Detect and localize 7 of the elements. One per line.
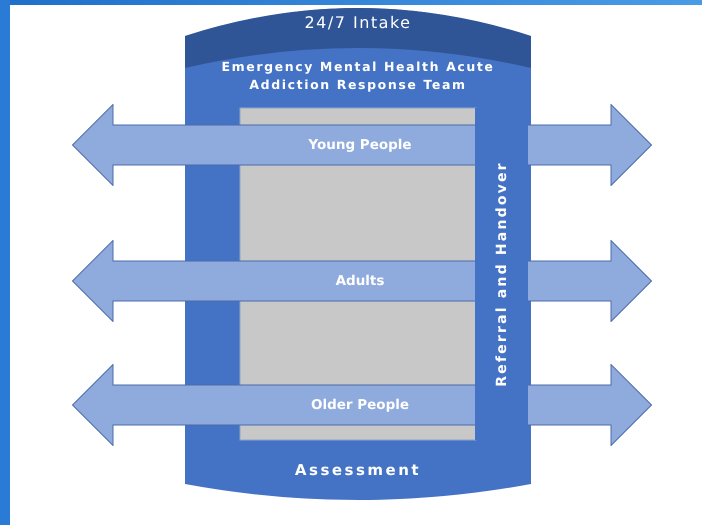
cylinder-footer: Assessment: [193, 460, 523, 482]
arrow-label: Young People: [308, 137, 412, 153]
team-name: Emergency Mental Health Acute Addiction Response Team: [220, 58, 496, 94]
arrow-label: Adults: [336, 273, 384, 289]
band-label: Referral and Handover: [494, 161, 510, 387]
arrow-label: Older People: [310, 397, 410, 413]
cylinder-title: 24/7 Intake: [304, 12, 412, 34]
